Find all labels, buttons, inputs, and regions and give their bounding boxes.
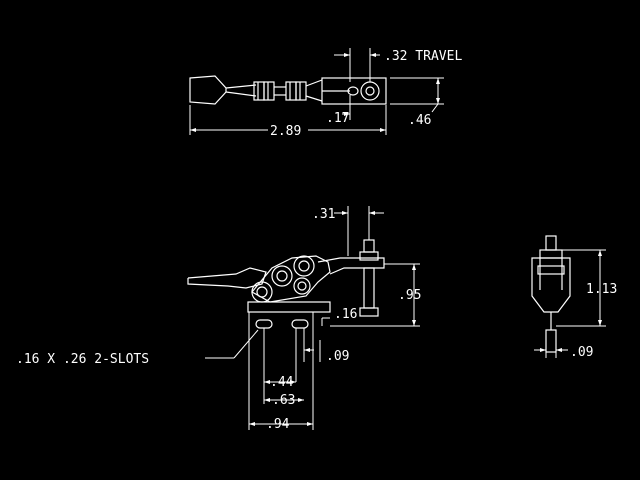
end-view-body bbox=[531, 235, 571, 353]
overall-length-label: 2.89 bbox=[270, 124, 301, 139]
end-view: 1.13 .09 bbox=[531, 235, 617, 360]
end-height-label: 1.13 bbox=[586, 282, 617, 297]
dim-63-label: .63 bbox=[272, 393, 295, 408]
top-view-handle bbox=[189, 75, 257, 105]
top-height-dimension bbox=[390, 77, 444, 113]
end-height-dimension bbox=[556, 249, 606, 327]
pin-offset-label: .17 bbox=[326, 111, 349, 126]
travel-dimension bbox=[334, 48, 380, 82]
side-view-spindle bbox=[359, 239, 379, 317]
travel-label: .32 TRAVEL bbox=[384, 49, 462, 64]
overall-length-dimension bbox=[189, 105, 387, 135]
top-view: .32 TRAVEL .46 .17 2.89 bbox=[189, 48, 462, 139]
side-height-label: .95 bbox=[398, 288, 421, 303]
top-view-linkage bbox=[253, 79, 323, 102]
top-height-label: .46 bbox=[408, 113, 431, 128]
hole-spacing-dimensions bbox=[248, 312, 314, 430]
top-view-spindle-outer bbox=[360, 81, 380, 101]
plunger-offset-label: .31 bbox=[312, 207, 335, 222]
side-view-base bbox=[247, 257, 385, 313]
end-thickness-label: .09 bbox=[570, 345, 593, 360]
base-offset-dimension bbox=[321, 317, 330, 326]
top-view-pin bbox=[347, 86, 359, 96]
slot-callout-label: .16 X .26 2-SLOTS bbox=[16, 352, 149, 367]
dim-44-label: .44 bbox=[270, 375, 294, 390]
side-view: .31 .95 .16 .16 X .26 2-SLOTS .09 bbox=[16, 206, 421, 432]
slot-1 bbox=[255, 319, 273, 329]
top-view-base bbox=[321, 77, 387, 105]
dim-94-label: .94 bbox=[266, 417, 290, 432]
base-offset-label: .16 bbox=[334, 307, 357, 322]
slot-2 bbox=[291, 319, 309, 329]
slot-width-label: .09 bbox=[326, 349, 349, 364]
side-view-handle bbox=[187, 267, 267, 289]
side-height-dimension bbox=[330, 263, 420, 327]
slot-width-dimension bbox=[295, 328, 321, 382]
top-view-spindle-inner bbox=[365, 86, 375, 96]
pin-offset-dimension bbox=[342, 95, 351, 120]
side-view-linkage bbox=[251, 255, 331, 303]
plunger-offset-dimension bbox=[334, 206, 384, 256]
end-thickness-dimension bbox=[534, 330, 568, 358]
slot-callout-leader bbox=[205, 329, 259, 359]
